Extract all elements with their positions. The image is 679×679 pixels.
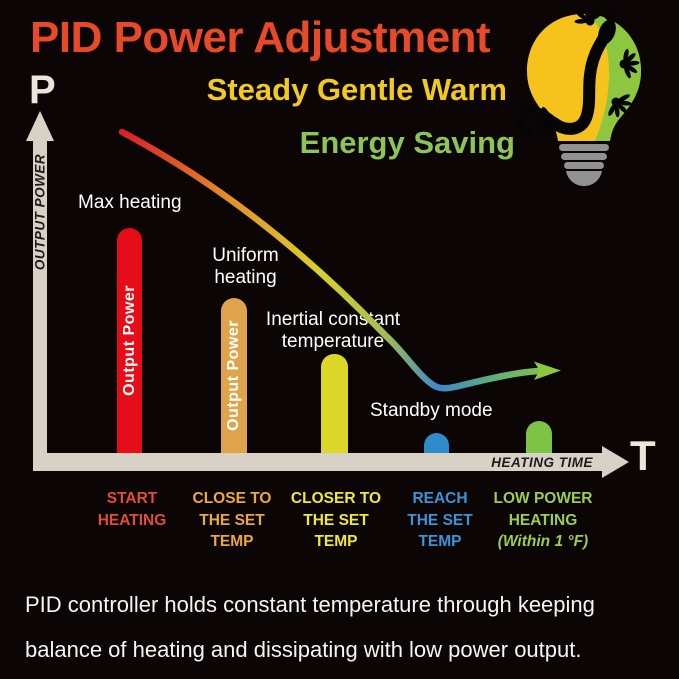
bar-red-label: Output Power	[120, 285, 138, 396]
bar-start-heating: Output Power	[117, 228, 142, 453]
description-text: PID controller holds constant temperatur…	[25, 582, 665, 672]
caption-max-heating: Max heating	[78, 192, 182, 213]
bar-closer-to-set-temp	[321, 354, 348, 453]
curve-arrowhead-icon	[534, 361, 561, 380]
category-closer-to-set-temp: CLOSER TO THE SET TEMP	[290, 490, 382, 550]
gecko-icon	[517, 3, 641, 139]
gecko-lightbulb-logo-icon	[517, 3, 641, 186]
y-axis-symbol: P	[29, 68, 56, 112]
y-axis	[33, 140, 47, 471]
description-line-2: balance of heating and dissipating with …	[25, 637, 582, 662]
caption-uniform-heating: Uniform heating	[212, 245, 279, 288]
subtitle-energy-saving: Energy Saving	[299, 125, 515, 160]
y-axis-arrowhead-icon	[26, 111, 54, 141]
category-low-power-heating: LOW POWER HEATING (Within 1 °F)	[493, 490, 593, 550]
x-axis-symbol: T	[630, 432, 656, 479]
x-axis	[33, 453, 602, 471]
page-title: PID Power Adjustment	[30, 13, 491, 62]
bar-orange-label: Output Power	[225, 320, 242, 431]
y-axis-label: OUTPUT POWER	[32, 153, 48, 271]
bulb-base	[559, 144, 609, 186]
bar-reach-set-temp	[424, 433, 449, 453]
category-reach-set-temp: REACH THE SET TEMP	[407, 490, 473, 550]
caption-inertial-constant-temperature: Inertial constant temperature	[265, 309, 401, 352]
description-line-1: PID controller holds constant temperatur…	[25, 592, 595, 617]
bar-low-power-heating	[526, 421, 552, 453]
category-close-to-set-temp: CLOSE TO THE SET TEMP	[192, 490, 272, 550]
category-start-heating: START HEATING	[97, 490, 167, 529]
x-axis-arrowhead-icon	[602, 446, 629, 478]
x-axis-label: HEATING TIME	[491, 455, 593, 470]
bar-close-to-set-temp: Output Power	[221, 298, 247, 453]
caption-standby-mode: Standby mode	[370, 400, 493, 421]
subtitle-steady-gentle-warm: Steady Gentle Warm	[206, 72, 507, 107]
